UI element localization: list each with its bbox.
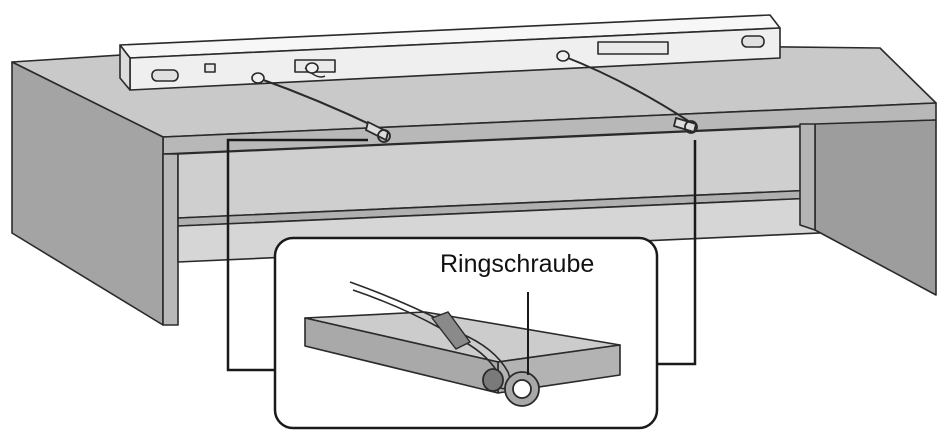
callout-cord-sleeve (430, 311, 472, 350)
soundbar-port-left (151, 69, 179, 82)
clip-left (251, 72, 265, 84)
callout-eye-screw (482, 368, 540, 407)
soundbar-cord-clips (251, 50, 570, 84)
eye-screw-base (482, 368, 504, 392)
soundbar-port-2 (204, 63, 216, 73)
block-side (304, 317, 499, 394)
eye-screws (364, 116, 698, 143)
ringschraube-label: Ringschraube (440, 250, 595, 278)
soundbar-port-4 (597, 41, 669, 55)
soundbar-left-end (119, 44, 131, 91)
clip-right (556, 50, 570, 62)
eye-screw-left (377, 129, 391, 143)
leader-line-left (226, 138, 368, 372)
eye-screw-ring-inner (512, 379, 532, 399)
clip-center (305, 62, 319, 74)
leader-line-right (657, 140, 697, 366)
callout-cord-upper (349, 281, 441, 321)
cord-right (562, 55, 691, 123)
eye-screw-left-band (364, 120, 390, 142)
soundbar (119, 14, 781, 91)
stand-right-end-panel (814, 119, 937, 296)
eye-screw-right (684, 120, 698, 134)
stand-right-end-front (799, 123, 816, 231)
callout-leader-lines (226, 138, 697, 372)
stand-left-leg-front (162, 153, 179, 326)
tv-stand (11, 41, 937, 326)
callout-cord-lower (352, 289, 441, 329)
soundbar-port-right (741, 35, 765, 48)
callout-box (273, 236, 659, 430)
